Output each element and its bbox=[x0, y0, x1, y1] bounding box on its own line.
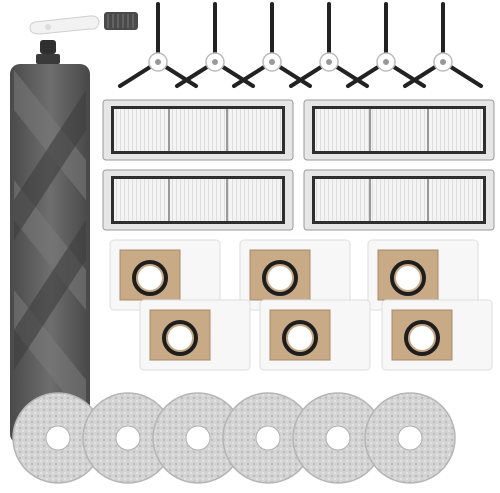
dust-bag-icon bbox=[259, 299, 371, 371]
mop-pads-group bbox=[12, 392, 456, 484]
side-brush-icon bbox=[175, 2, 255, 88]
hepa-filter-icon bbox=[102, 169, 294, 231]
dust-bag-icon bbox=[381, 299, 493, 371]
side-brush-icon bbox=[346, 2, 426, 88]
roller-brush-icon bbox=[10, 40, 90, 470]
hepa-filter-icon bbox=[303, 99, 495, 161]
hepa-filter-icon bbox=[102, 99, 294, 161]
dust-bag-icon bbox=[239, 239, 351, 311]
dust-bag-icon bbox=[139, 299, 251, 371]
dust-bags-group bbox=[109, 239, 493, 371]
mop-pad-icon bbox=[12, 392, 104, 484]
mop-pad-icon bbox=[364, 392, 456, 484]
cleaning-brush-tool-icon bbox=[29, 12, 138, 35]
mop-pad-icon bbox=[152, 392, 244, 484]
hepa-filter-icon bbox=[303, 169, 495, 231]
side-brush-icon bbox=[289, 2, 369, 88]
dust-bag-icon bbox=[109, 239, 221, 311]
side-brush-icon bbox=[118, 2, 198, 88]
side-brushes-group bbox=[118, 2, 483, 88]
side-brush-icon bbox=[232, 2, 312, 88]
dust-bag-icon bbox=[367, 239, 479, 311]
hepa-filters-group bbox=[102, 99, 495, 231]
mop-pad-icon bbox=[222, 392, 314, 484]
side-brush-icon bbox=[403, 2, 483, 88]
